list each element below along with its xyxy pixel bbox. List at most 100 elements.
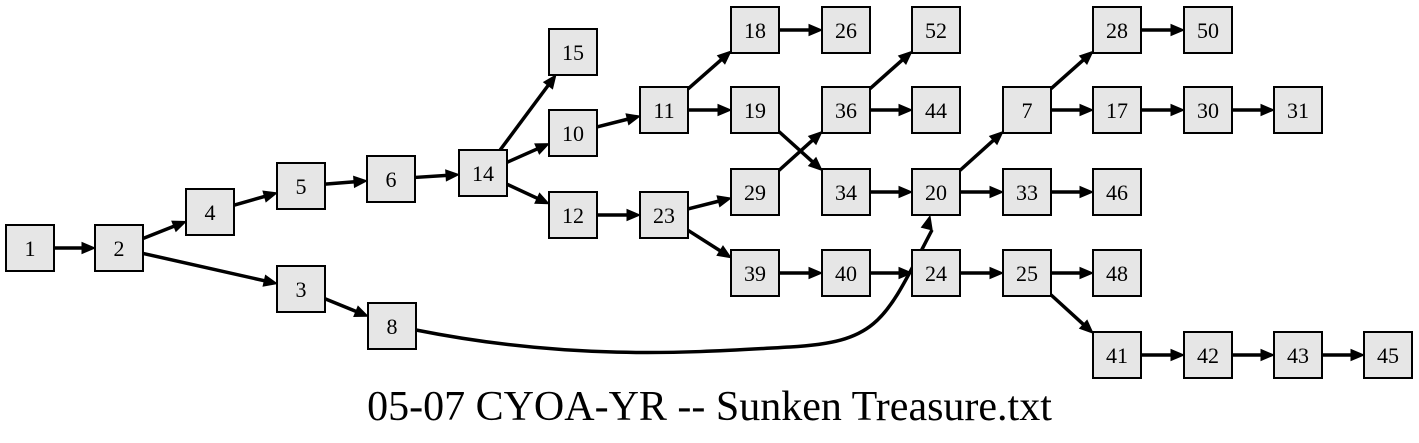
edge-36-44 (870, 103, 914, 117)
node-label: 24 (925, 261, 947, 286)
node-36: 36 (821, 86, 871, 134)
edge-36-52 (868, 50, 913, 90)
arrowhead (1078, 50, 1094, 65)
arrowhead (808, 23, 824, 37)
node-14: 14 (458, 149, 508, 197)
arrowhead (716, 195, 733, 208)
edge-34-20 (870, 185, 914, 199)
edge-28-50 (1141, 23, 1186, 37)
node-10: 10 (548, 109, 598, 157)
node-7: 7 (1002, 86, 1052, 134)
node-50: 50 (1183, 6, 1233, 54)
node-15: 15 (548, 28, 598, 76)
edge-1-2 (54, 241, 97, 255)
node-label: 48 (1106, 261, 1128, 286)
node-12: 12 (548, 191, 598, 239)
edge-18-26 (779, 23, 824, 37)
edge-14-12 (506, 182, 551, 205)
node-label: 42 (1197, 343, 1219, 368)
arrowhead (1078, 319, 1094, 334)
node-label: 23 (653, 203, 675, 228)
node-label: 39 (744, 261, 766, 286)
arrowhead (808, 266, 824, 280)
node-26: 26 (821, 6, 871, 54)
node-34: 34 (821, 168, 871, 216)
node-42: 42 (1183, 331, 1233, 379)
edge-14-10 (506, 143, 551, 164)
edge-5-6 (324, 175, 369, 189)
node-label: 44 (925, 98, 947, 123)
arrowhead (262, 190, 279, 203)
node-label: 26 (835, 18, 857, 43)
edge-2-3 (142, 251, 279, 287)
node-8: 8 (367, 302, 417, 350)
arrowhead (1350, 348, 1366, 362)
node-label: 12 (562, 203, 584, 228)
node-label: 43 (1287, 343, 1309, 368)
node-43: 43 (1273, 331, 1323, 379)
node-45: 45 (1363, 331, 1413, 379)
arrowhead (542, 73, 557, 90)
diagram-caption: 05-07 CYOA-YR -- Sunken Treasure.txt (367, 384, 1052, 430)
edge-3-8 (324, 297, 370, 317)
node-label: 3 (296, 277, 307, 302)
arrowhead (1170, 23, 1186, 37)
node-label: 52 (925, 18, 947, 43)
arrowhead (1079, 103, 1095, 117)
edge-17-30 (1141, 103, 1186, 117)
node-label: 33 (1016, 180, 1038, 205)
node-46: 46 (1092, 168, 1142, 216)
node-label: 4 (205, 200, 216, 225)
edge-2-4 (142, 220, 188, 241)
arrowhead (626, 208, 642, 222)
node-label: 8 (387, 314, 398, 339)
node-44: 44 (911, 86, 961, 134)
edge-40-24 (870, 266, 914, 280)
node-2: 2 (94, 224, 144, 272)
node-25: 25 (1002, 249, 1052, 297)
edge-layer (54, 23, 1366, 362)
node-label: 31 (1287, 98, 1309, 123)
node-label: 5 (296, 174, 307, 199)
arrowhead (1170, 103, 1186, 117)
node-17: 17 (1092, 86, 1142, 134)
edge-7-17 (1051, 103, 1095, 117)
node-label: 28 (1106, 18, 1128, 43)
arrowhead (262, 274, 279, 287)
node-23: 23 (639, 191, 689, 239)
arrowhead (171, 220, 188, 233)
arrowhead (807, 130, 823, 146)
edge-30-31 (1232, 103, 1276, 117)
arrowhead (716, 50, 732, 65)
edge-39-40 (779, 266, 824, 280)
node-label: 18 (744, 18, 766, 43)
edge-7-28 (1049, 50, 1094, 90)
edge-19-34 (777, 130, 823, 172)
node-label: 15 (562, 40, 584, 65)
node-label: 25 (1016, 261, 1038, 286)
edge-11-18 (686, 50, 732, 91)
arrowhead (898, 266, 914, 280)
arrowhead (353, 175, 369, 189)
arrowhead (897, 50, 913, 65)
node-20: 20 (911, 168, 961, 216)
edge-20-7 (958, 130, 1004, 172)
node-3: 3 (276, 265, 326, 313)
node-label: 36 (835, 98, 857, 123)
node-label: 2 (114, 236, 125, 261)
arrowhead (445, 169, 461, 182)
edge-23-29 (687, 195, 733, 211)
node-19: 19 (730, 86, 780, 134)
node-39: 39 (730, 249, 780, 297)
arrowhead (1170, 348, 1186, 362)
edge-8-20 (415, 214, 934, 355)
edge-41-42 (1141, 348, 1186, 362)
arrowhead (1260, 103, 1276, 117)
node-52: 52 (911, 6, 961, 54)
arrowhead (989, 185, 1005, 199)
arrowhead (1079, 185, 1095, 199)
arrowhead (717, 103, 733, 117)
node-label: 40 (835, 261, 857, 286)
